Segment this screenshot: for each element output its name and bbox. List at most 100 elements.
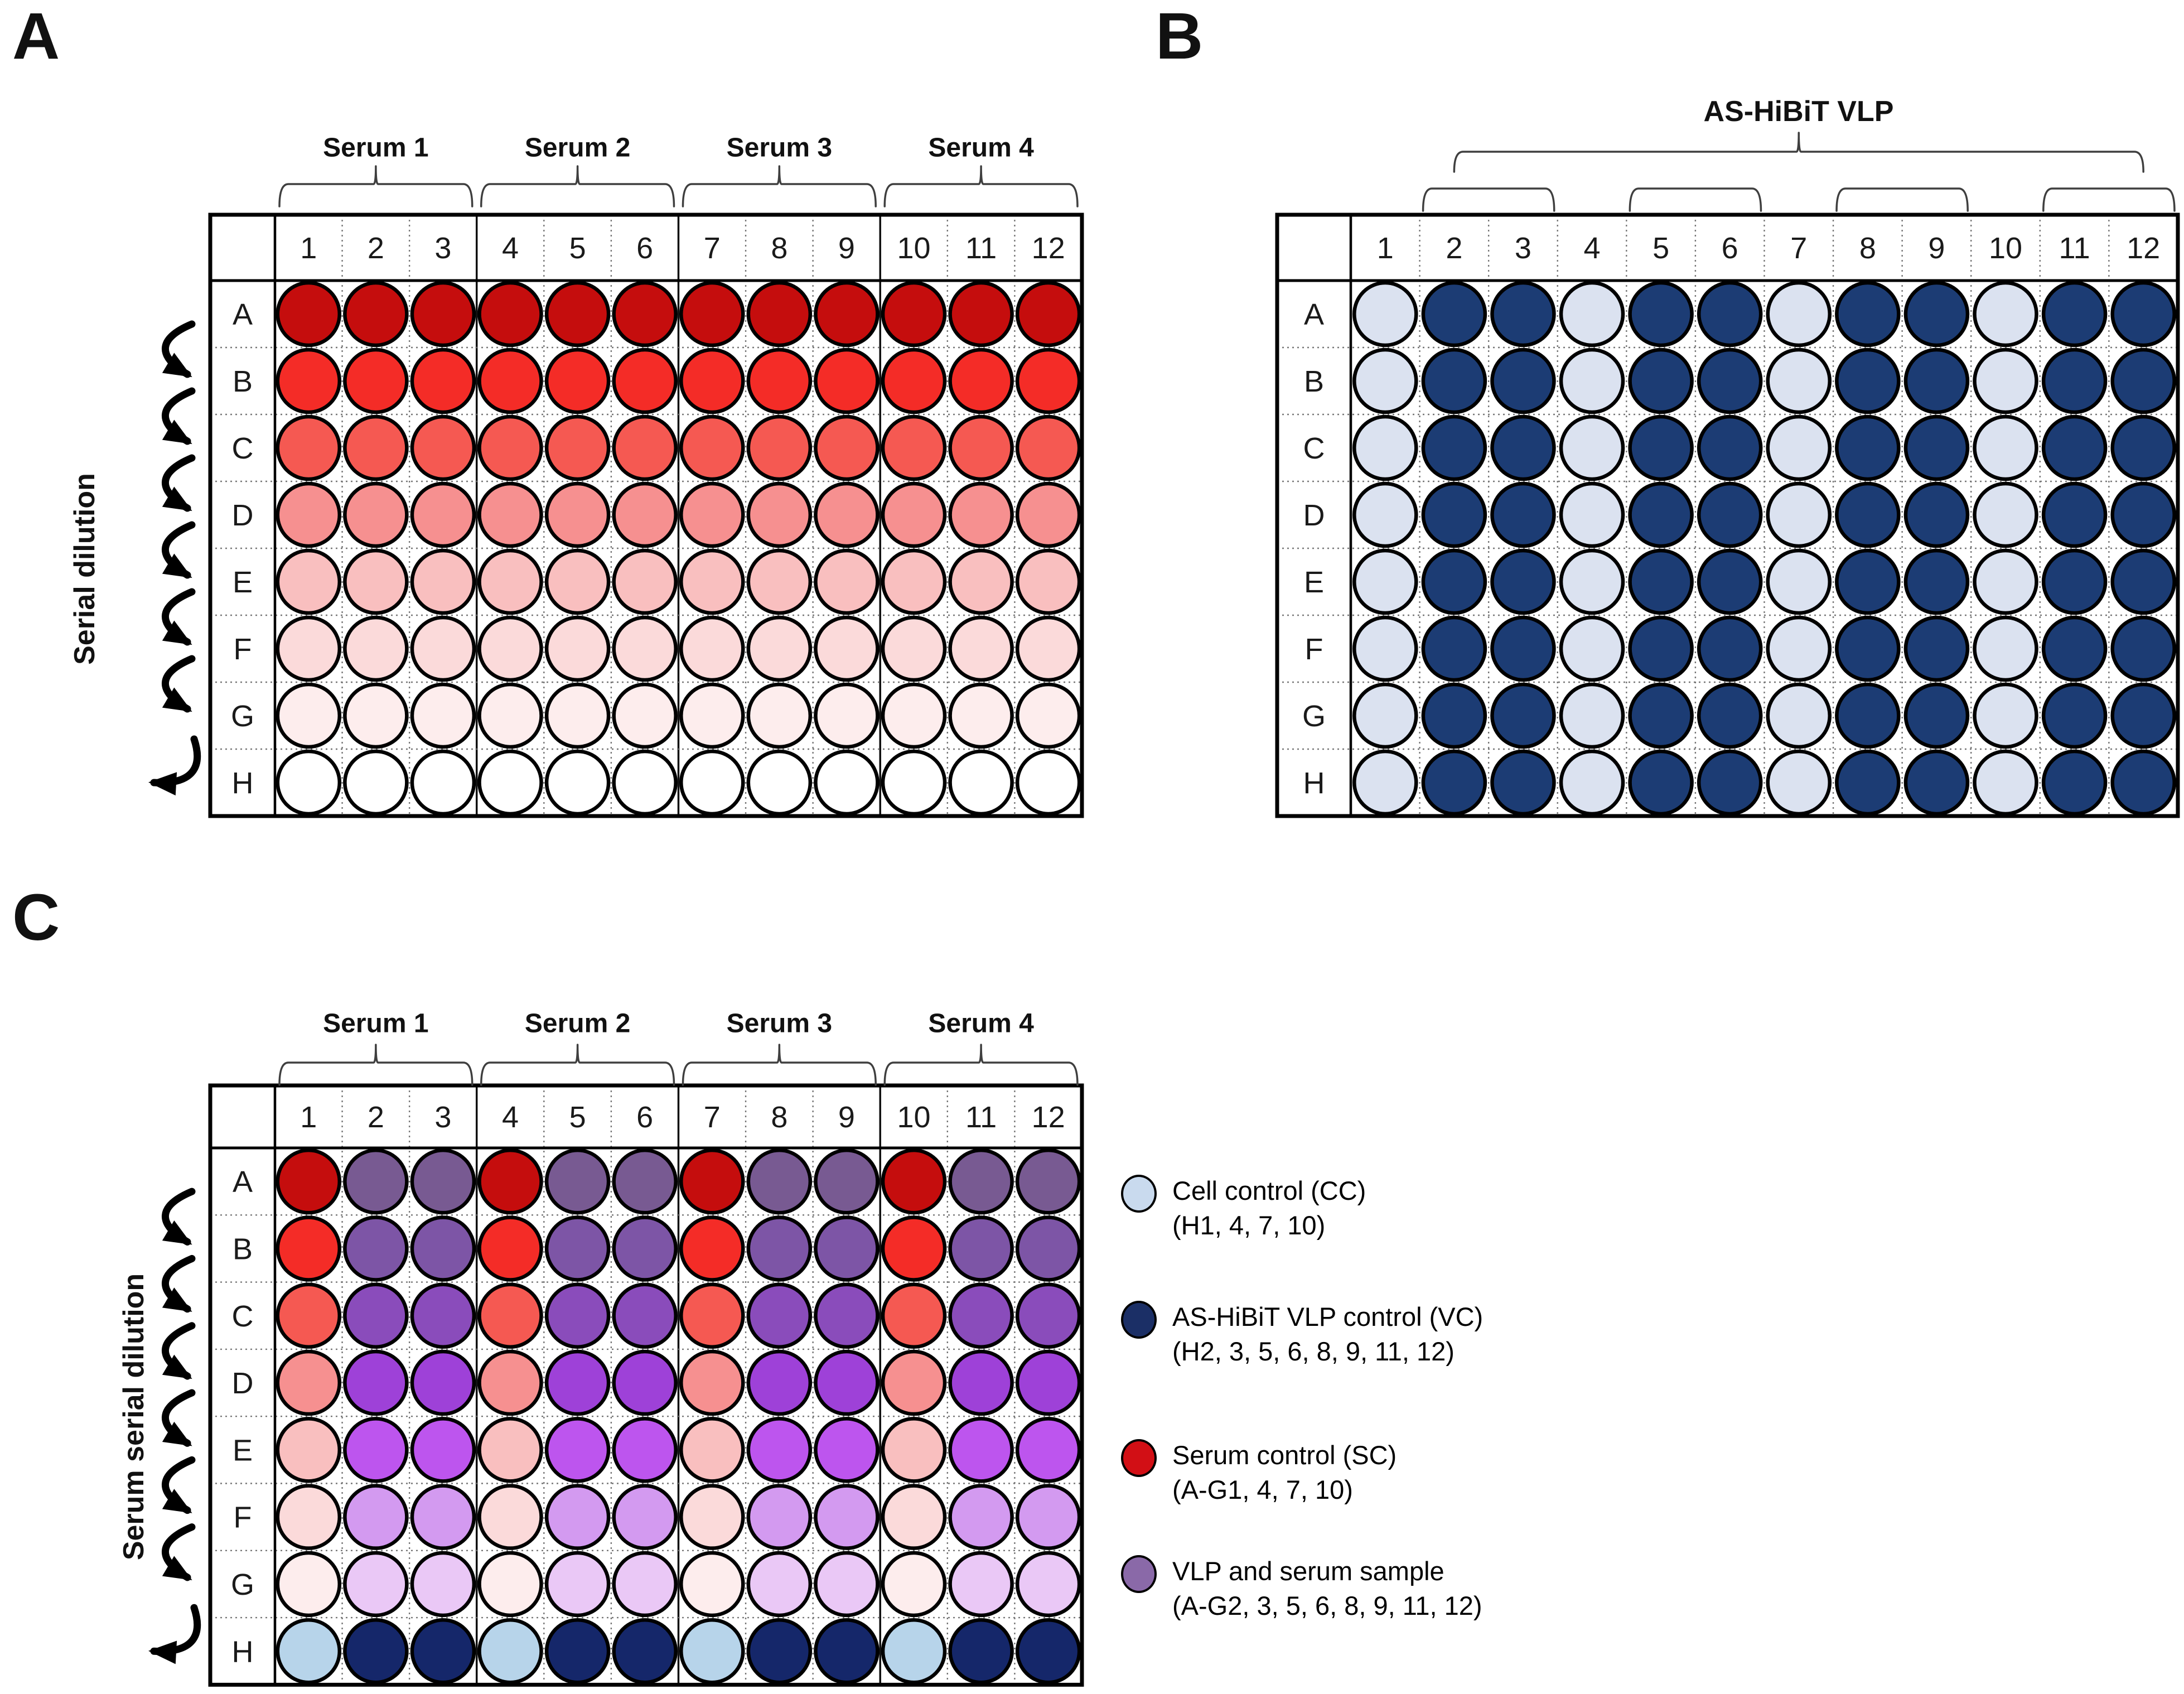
panel_a-well-D8 <box>746 481 813 548</box>
panel_c-well-B4 <box>477 1215 543 1282</box>
panel_b-well-G2 <box>1421 682 1487 749</box>
panel_b-well-A5 <box>1628 281 1694 348</box>
panel_a-well-C8 <box>746 414 813 481</box>
panel_c-well-G3 <box>410 1551 476 1618</box>
panel_b-row-label: G <box>1302 699 1326 733</box>
panel_c-well-B2 <box>343 1215 409 1282</box>
panel_b-column-label: 5 <box>1653 231 1669 265</box>
cell-control-swatch <box>1121 1175 1157 1213</box>
legend-item-serum-control: Serum control (SC) (A-G1, 4, 7, 10) <box>1121 1438 1397 1507</box>
panel_c-well-G4 <box>477 1551 543 1618</box>
panel_a-well-B6 <box>612 348 678 414</box>
legend-item-vlp-control: AS-HiBiT VLP control (VC) (H2, 3, 5, 6, … <box>1121 1300 1483 1369</box>
vlp-control-swatch <box>1121 1301 1157 1339</box>
panel_c-well-C10 <box>881 1282 947 1349</box>
panel_b-well-C11 <box>2041 414 2108 481</box>
panel_b-well-D6 <box>1697 481 1763 548</box>
panel_b-well-C12 <box>2110 414 2176 481</box>
panel_b-column-label: 12 <box>2127 231 2160 265</box>
panel_a-well-C2 <box>343 414 409 481</box>
panel_a-well-B8 <box>746 348 813 414</box>
panel_a-row-label: H <box>232 766 254 800</box>
panel_c-well-C1 <box>276 1282 342 1349</box>
panel_a-serum-1-brace <box>278 165 473 207</box>
panel_a-well-E3 <box>410 548 476 615</box>
panel_a-well-F3 <box>410 615 476 682</box>
panel_c-well-A9 <box>814 1148 880 1215</box>
panel_b-well-C3 <box>1490 414 1556 481</box>
panel_a-well-C10 <box>881 414 947 481</box>
panel_a-well-A9 <box>814 281 880 348</box>
panel_a-row-label: C <box>232 432 254 465</box>
panel_b-well-A6 <box>1697 281 1763 348</box>
panel_b-well-E12 <box>2110 548 2176 615</box>
panel_a-well-E9 <box>814 548 880 615</box>
panel_c-well-E2 <box>343 1417 409 1483</box>
panel_b-well-E7 <box>1766 548 1832 615</box>
panel_c-well-D10 <box>881 1349 947 1416</box>
panel_b-well-C8 <box>1835 414 1901 481</box>
panel_a-well-E8 <box>746 548 813 615</box>
panel_b-well-D4 <box>1559 481 1625 548</box>
panel_a-well-H7 <box>679 749 745 816</box>
panel_c-column-label: 4 <box>502 1101 519 1134</box>
panel_c-row-label: H <box>232 1635 254 1668</box>
panel_b-well-C2 <box>1421 414 1487 481</box>
panel_c-well-C5 <box>544 1282 611 1349</box>
panel_b-well-G7 <box>1766 682 1832 749</box>
panel_a-well-F8 <box>746 615 813 682</box>
panel_c-well-C8 <box>746 1282 813 1349</box>
panel_a-well-A12 <box>1015 281 1081 348</box>
panel_c-well-E9 <box>814 1417 880 1483</box>
panel_b-well-A4 <box>1559 281 1625 348</box>
panel_b-row-label: C <box>1303 432 1325 465</box>
panel_a-well-C12 <box>1015 414 1081 481</box>
panel_b-well-B10 <box>1973 348 2038 414</box>
panel_c-column-label: 5 <box>569 1101 586 1134</box>
panel_c-column-label: 12 <box>1032 1101 1065 1134</box>
panel_b-well-G9 <box>1903 682 1970 749</box>
panel_c-column-label: 9 <box>838 1101 855 1134</box>
panel_c-well-D11 <box>948 1349 1014 1416</box>
panel_a-serum-4-brace <box>883 165 1079 207</box>
panel_b-well-A7 <box>1766 281 1832 348</box>
panel_b-well-C9 <box>1903 414 1970 481</box>
panel_a-well-E1 <box>276 548 342 615</box>
panel_c-row-label: B <box>233 1232 253 1266</box>
panel-a-letter: A <box>12 0 60 73</box>
panel_a-well-H1 <box>276 749 342 816</box>
panel_b-well-A11 <box>2041 281 2108 348</box>
panel_a-well-F2 <box>343 615 409 682</box>
panel_a-well-C11 <box>948 414 1014 481</box>
panel_a-row-label: G <box>231 699 254 733</box>
panel_b-well-E3 <box>1490 548 1556 615</box>
panel_c-well-A12 <box>1015 1148 1081 1215</box>
panel_b-column-label: 4 <box>1584 231 1601 265</box>
panel_a-well-E6 <box>612 548 678 615</box>
panel_c-well-A10 <box>881 1148 947 1215</box>
panel_b-column-label: 2 <box>1446 231 1462 265</box>
panel_a-row-label: B <box>233 365 253 398</box>
panel_b-row-label: E <box>1304 566 1324 599</box>
panel_a-well-D6 <box>612 481 678 548</box>
panel_a-well-G10 <box>881 682 947 749</box>
panel_a-well-D11 <box>948 481 1014 548</box>
panel-c-transfer-arrow <box>162 1322 196 1380</box>
panel_a-well-A6 <box>612 281 678 348</box>
panel_a-column-label: 4 <box>502 231 519 265</box>
panel_a-well-G2 <box>343 682 409 749</box>
panel_b-column-label: 6 <box>1722 231 1738 265</box>
panel_b-well-C7 <box>1766 414 1832 481</box>
panel_b-well-A1 <box>1352 281 1418 348</box>
panel_c-well-B7 <box>679 1215 745 1282</box>
panel_a-column-label: 6 <box>636 231 653 265</box>
panel_a-well-H8 <box>746 749 813 816</box>
panel_a-well-F10 <box>881 615 947 682</box>
panel_b-well-H8 <box>1835 749 1901 816</box>
panel_a-well-F5 <box>544 615 611 682</box>
panel-c-transfer-arrow <box>162 1188 196 1246</box>
panel_c-well-G2 <box>343 1551 409 1618</box>
panel_a-well-E2 <box>343 548 409 615</box>
panel-b-group-4-brace <box>2042 187 2176 212</box>
